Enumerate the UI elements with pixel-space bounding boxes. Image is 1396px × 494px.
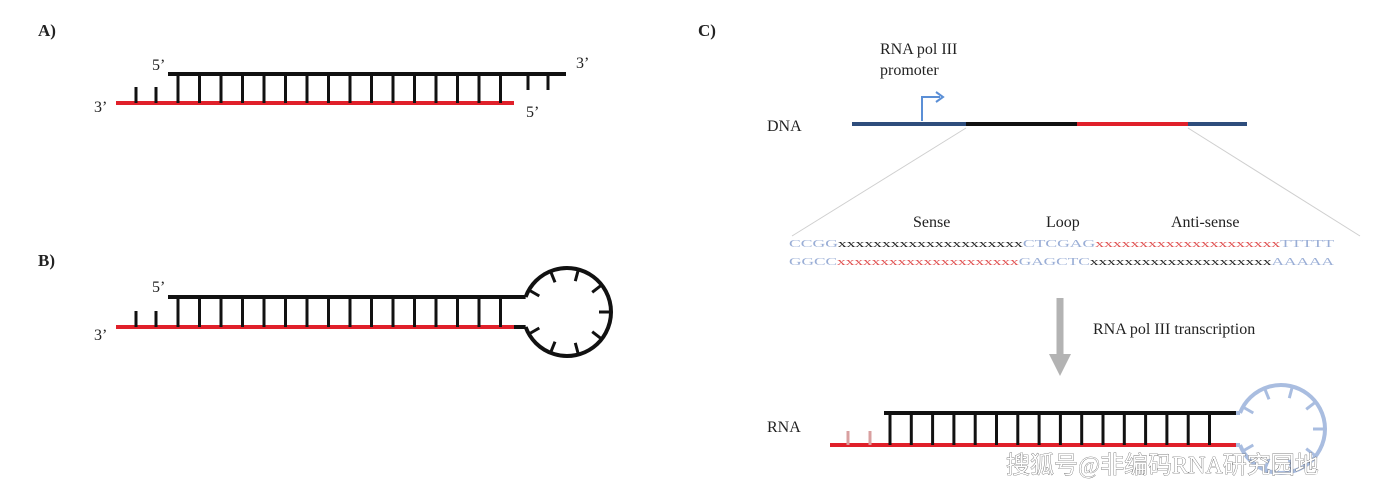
- transcription-label: RNA pol III transcription: [1093, 321, 1255, 338]
- loop-base: [573, 269, 580, 282]
- shrna-hairpin: [116, 266, 613, 358]
- panel-a-label: A): [38, 21, 56, 40]
- sirna-duplex: [116, 72, 566, 105]
- loop-base: [528, 326, 541, 336]
- sequence-segment: xxxxxxxxxxxxxxxxxxxxx: [1090, 256, 1272, 268]
- sequence-segment: CTCGAG: [1023, 238, 1095, 250]
- promoter-label-line2: promoter: [880, 62, 939, 79]
- watermark: 搜狐号@非编码RNA研究园地: [1006, 452, 1319, 479]
- sequence-segment: xxxxxxxxxxxxxxxxxxxxx: [837, 256, 1019, 268]
- loop-base: [1242, 405, 1255, 415]
- rna-label: RNA: [767, 419, 801, 436]
- sequence-segment: xxxxxxxxxxxxxxxxxxxxx: [838, 238, 1024, 250]
- antisense-label: Anti-sense: [1171, 214, 1239, 231]
- panel-b-label: B): [38, 251, 55, 270]
- sequence-segment: xxxxxxxxxxxxxxxxxxxxx: [1095, 238, 1281, 250]
- promoter-label-line1: RNA pol III: [880, 41, 957, 58]
- promoter-arrow-icon: [921, 96, 940, 121]
- loop-base: [1305, 447, 1317, 458]
- zoom-line-left: [791, 127, 967, 237]
- loop-base: [1263, 458, 1271, 471]
- loop-base: [1242, 443, 1255, 453]
- b-bottom-3prime: 3’: [94, 327, 107, 344]
- a-top-5prime: 5’: [152, 57, 165, 74]
- loop-base: [528, 288, 541, 298]
- loop-base: [1287, 459, 1294, 472]
- promoter-arrowhead: [935, 91, 945, 103]
- loop-base: [591, 283, 603, 294]
- loop-base: [573, 342, 580, 355]
- b-top-5prime: 5’: [152, 279, 165, 296]
- loop-label: Loop: [1046, 214, 1080, 231]
- sequence-segment: GGCC: [789, 256, 837, 268]
- transcription-arrowhead: [1049, 354, 1071, 376]
- sense-label: Sense: [913, 214, 950, 231]
- panel-c-label: C): [698, 21, 716, 40]
- loop-base: [591, 330, 603, 341]
- hairpin-loop: [523, 266, 613, 358]
- loop-base: [549, 270, 557, 283]
- loop-base: [1287, 386, 1294, 399]
- shrna-transcript: [830, 383, 1327, 475]
- sequence-segment: GAGCTC: [1019, 256, 1090, 268]
- sequence-segment: AAAAA: [1272, 256, 1335, 268]
- zoom-line-right: [1187, 127, 1361, 237]
- sequence-segment: TTTTT: [1280, 238, 1334, 250]
- a-bottom-3prime: 3’: [94, 99, 107, 116]
- loop-base: [549, 341, 557, 354]
- loop-base: [1263, 387, 1271, 400]
- dna-label: DNA: [767, 118, 802, 135]
- a-bottom-5prime: 5’: [526, 104, 539, 121]
- sequence-segment: CCGG: [789, 238, 838, 250]
- a-top-3prime: 3’: [576, 55, 589, 72]
- loop-base: [1305, 400, 1317, 411]
